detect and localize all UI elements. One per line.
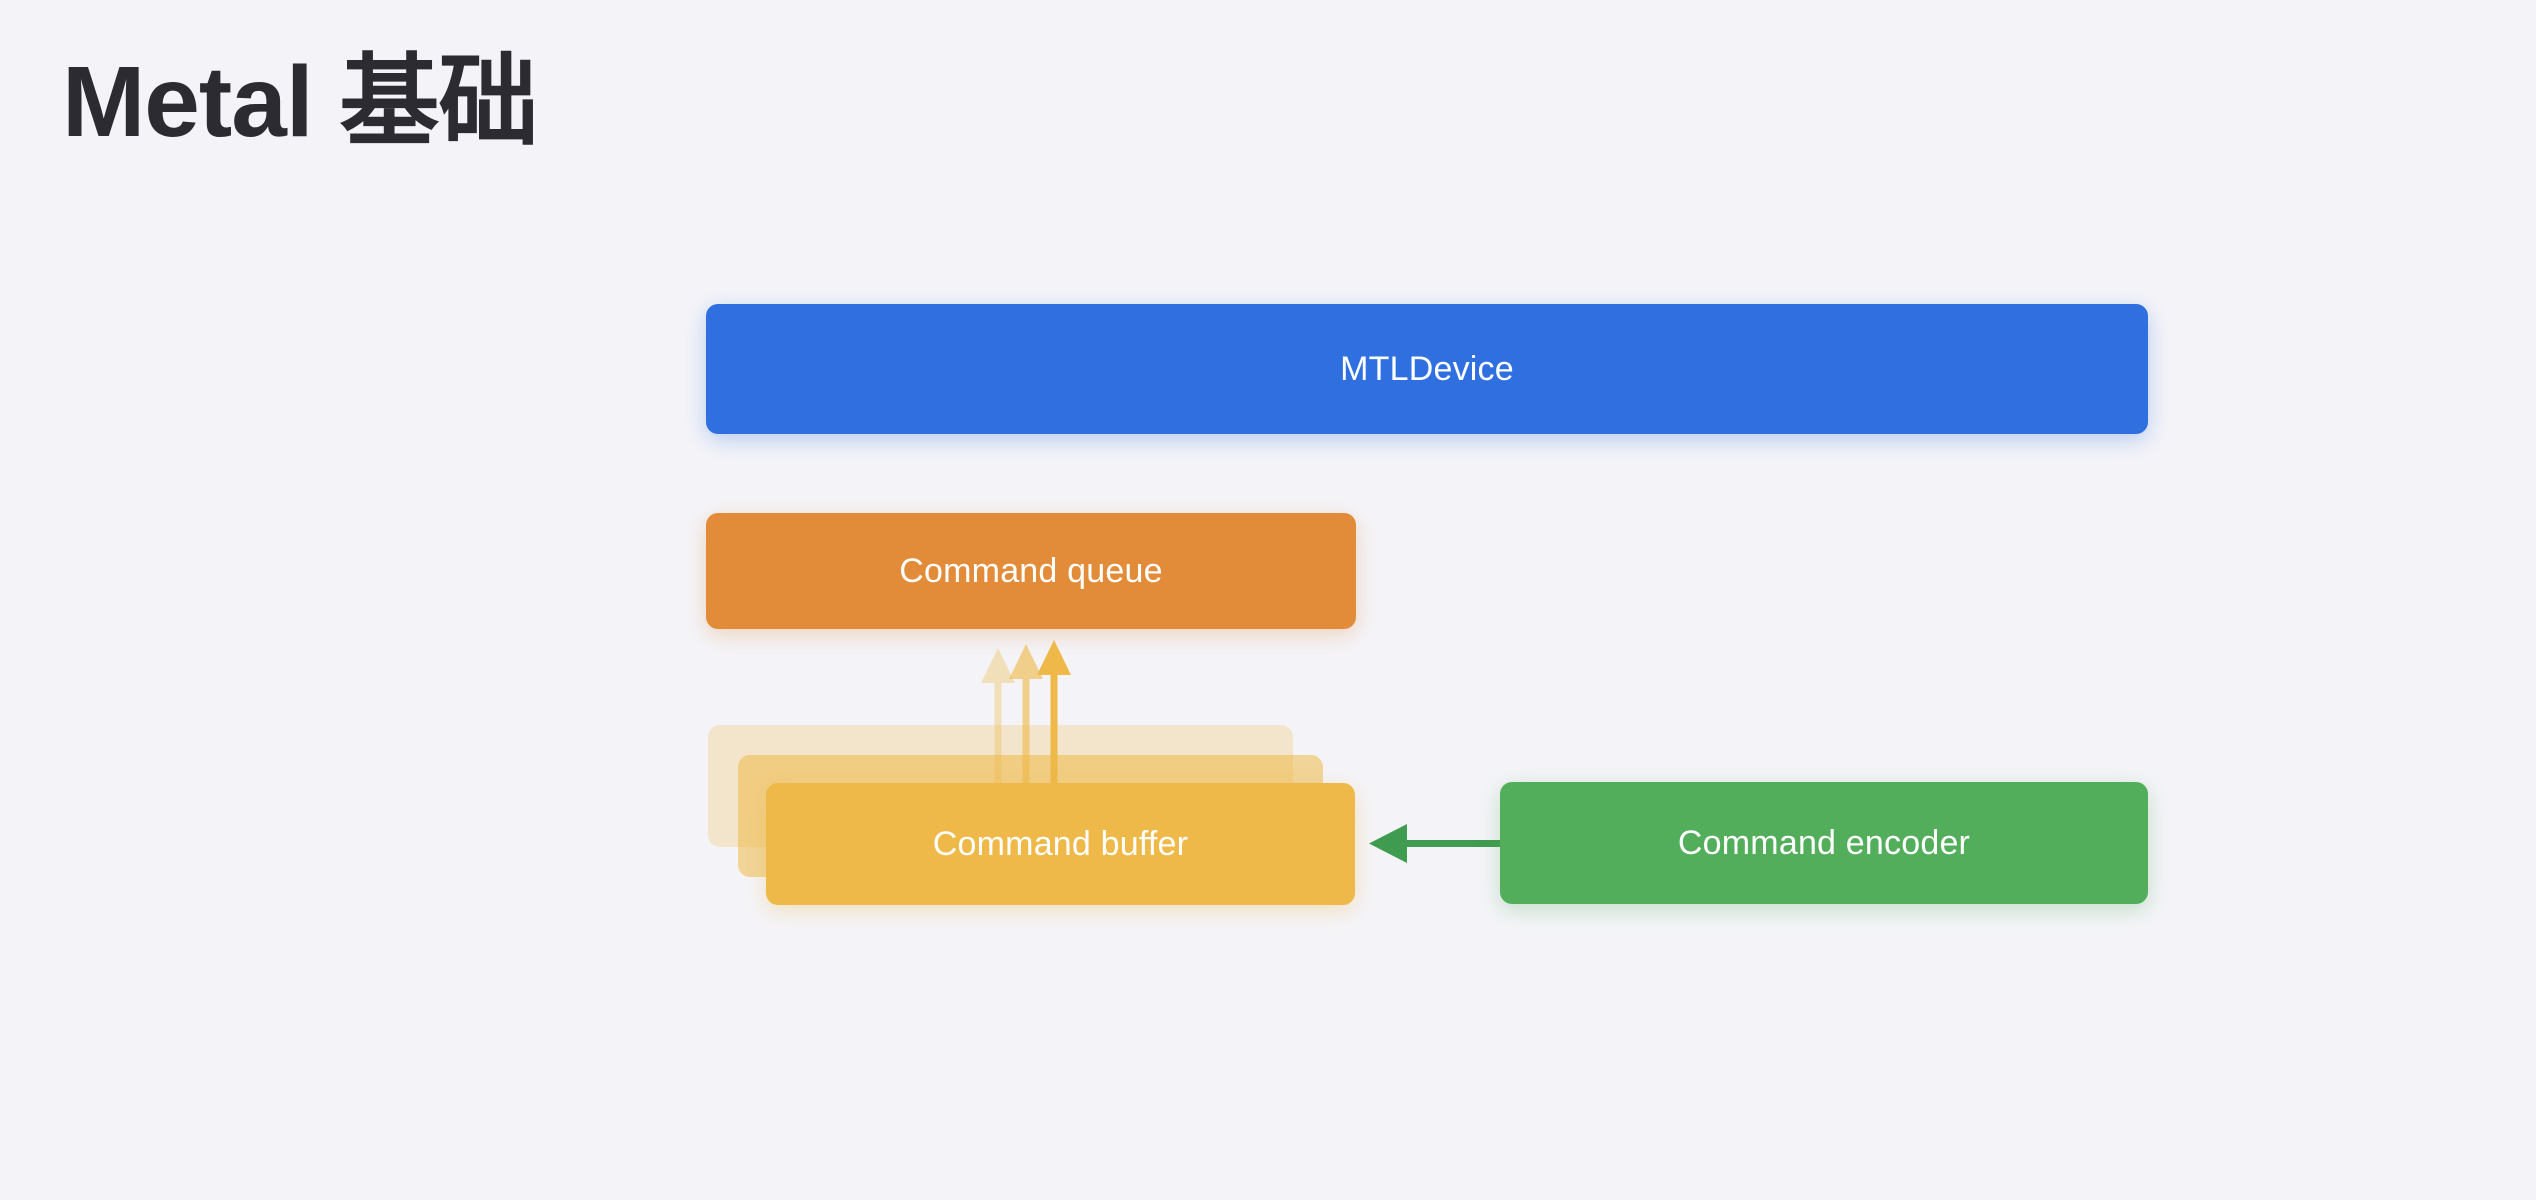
node-command-encoder[interactable]: Command encoder	[1500, 782, 2148, 904]
node-mtl-device-label: MTLDevice	[1340, 349, 1514, 388]
node-command-buffer[interactable]: Command buffer	[766, 783, 1355, 905]
node-command-queue[interactable]: Command queue	[706, 513, 1356, 629]
node-command-queue-label: Command queue	[899, 551, 1163, 590]
node-command-encoder-label: Command encoder	[1677, 823, 1971, 862]
node-mtl-device[interactable]: MTLDevice	[706, 304, 2148, 434]
node-command-buffer-label: Command buffer	[932, 824, 1189, 863]
arrow-encoder-to-buffer-icon	[1369, 824, 1506, 863]
arrow-buffer-to-queue-medium-icon	[1009, 644, 1043, 806]
arrow-buffer-to-queue-solid-icon	[1037, 640, 1071, 808]
arrow-buffer-to-queue-faint-icon	[981, 648, 1015, 806]
page-title: Metal 基础	[62, 46, 538, 158]
